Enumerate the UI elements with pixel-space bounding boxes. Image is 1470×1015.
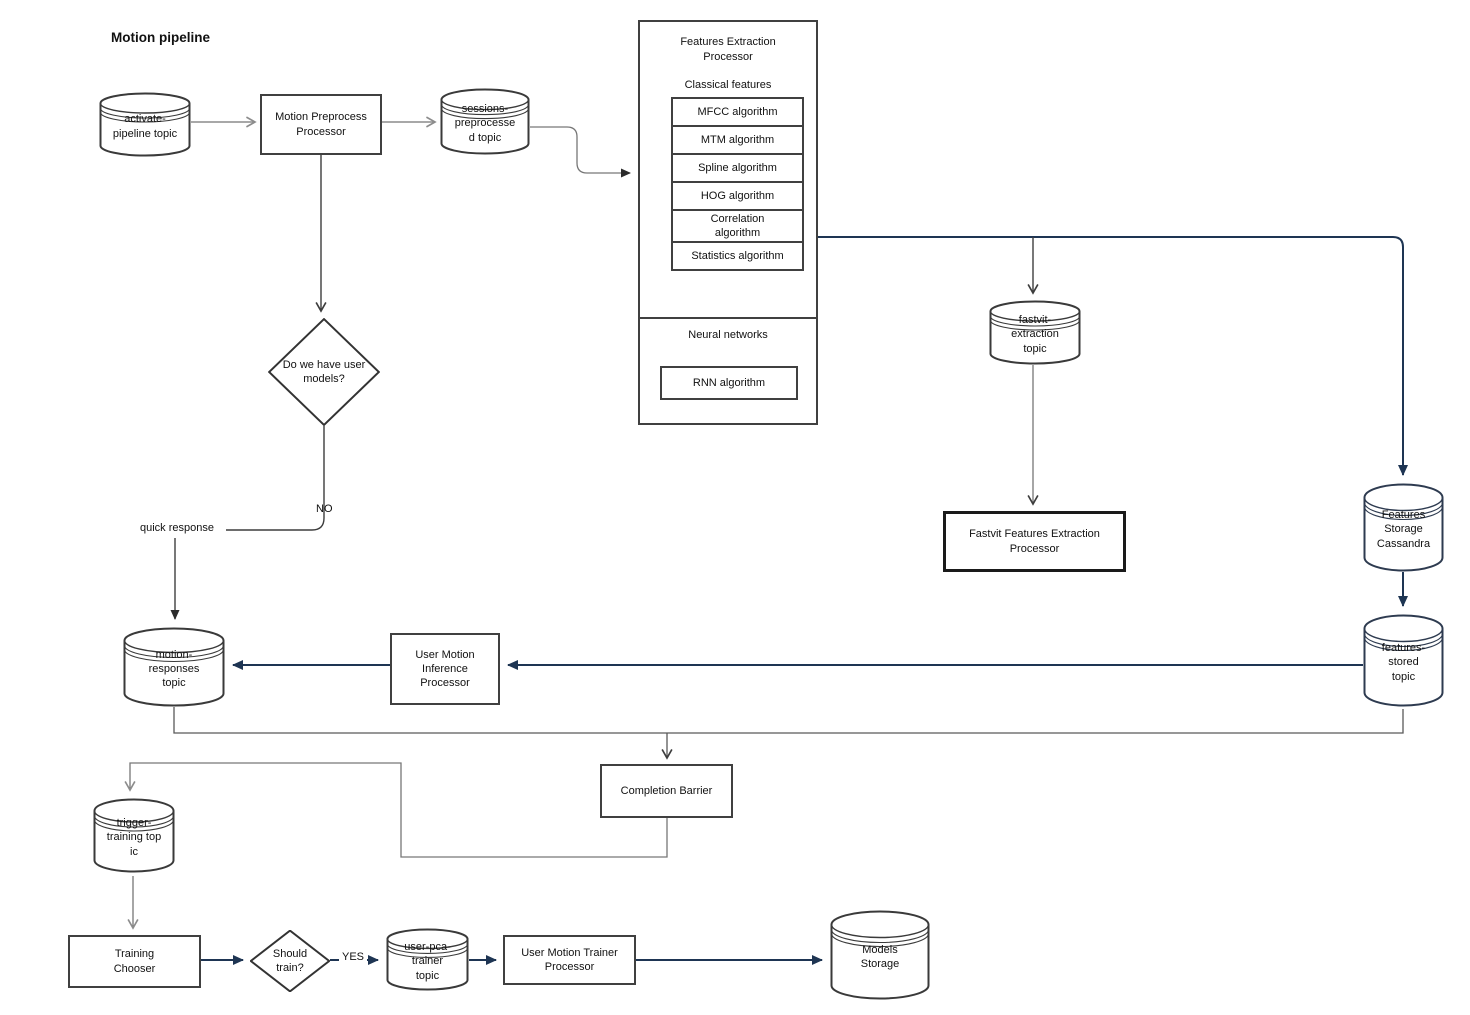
topic-features-stored-label: features- stored topic xyxy=(1381,642,1426,683)
neural-networks-heading: Neural networks xyxy=(688,329,768,341)
cylinder-shape xyxy=(989,300,1081,365)
decision-should-train-label: Should train? xyxy=(272,947,308,974)
processor-motion-preprocess-label: Motion Preprocess Processor xyxy=(275,111,367,138)
algo-mtm[interactable]: MTM algorithm xyxy=(671,125,804,155)
processor-features-extraction[interactable]: Features Extraction Processor Classical … xyxy=(638,20,818,425)
cylinder-shape xyxy=(123,627,225,707)
topic-fastvit-extraction-label: fastvit- extraction topic xyxy=(1011,314,1059,355)
cylinder-shape xyxy=(1363,614,1444,707)
topic-fastvit-extraction[interactable]: fastvit- extraction topic xyxy=(989,300,1081,365)
topic-sessions-preprocessed[interactable]: sessions- preprocesse d topic xyxy=(440,88,530,155)
edge-decision-no-segment xyxy=(226,426,325,531)
completion-barrier-label: Completion Barrier xyxy=(620,784,713,797)
storage-models[interactable]: Models Storage xyxy=(830,910,930,1000)
topic-activate-pipeline[interactable]: activate- pipeline topic xyxy=(99,92,191,157)
algo-statistics[interactable]: Statistics algorithm xyxy=(671,241,804,271)
topic-user-pca-trainer-label: user-pca- trainer topic xyxy=(404,941,451,982)
topic-user-pca-trainer[interactable]: user-pca- trainer topic xyxy=(386,928,469,991)
cylinder-shape xyxy=(99,92,191,157)
algo-rnn[interactable]: RNN algorithm xyxy=(660,366,798,400)
processor-motion-preprocess[interactable]: Motion Preprocess Processor xyxy=(260,94,382,155)
processor-user-motion-trainer[interactable]: User Motion Trainer Processor xyxy=(503,935,636,985)
processor-fastvit-features-extraction[interactable]: Fastvit Features Extraction Processor xyxy=(943,511,1126,572)
fep-title: Features Extraction Processor xyxy=(680,36,776,63)
cylinder-shape xyxy=(1363,483,1444,572)
processor-user-motion-inference[interactable]: User Motion Inference Processor xyxy=(390,633,500,705)
processor-training-chooser[interactable]: Training Chooser xyxy=(68,935,201,988)
cylinder-shape xyxy=(386,928,469,991)
classical-algorithms-stack: MFCC algorithm MTM algorithm Spline algo… xyxy=(671,97,804,271)
cylinder-shape xyxy=(440,88,530,155)
decision-should-train[interactable]: Should train? xyxy=(250,930,330,992)
processor-completion-barrier[interactable]: Completion Barrier xyxy=(600,764,733,818)
cylinder-shape xyxy=(830,910,930,1000)
processor-inference-label: User Motion Inference Processor xyxy=(415,648,475,690)
storage-features-cassandra[interactable]: Features Storage Cassandra xyxy=(1363,483,1444,572)
algo-correlation[interactable]: Correlation algorithm xyxy=(671,209,804,243)
storage-models-label: Models Storage xyxy=(860,943,900,970)
topic-motion-responses-label: motion- responses topic xyxy=(148,648,200,690)
algo-spline[interactable]: Spline algorithm xyxy=(671,153,804,183)
trainer-processor-label: User Motion Trainer Processor xyxy=(521,946,618,973)
edge-fep-to-cassandra xyxy=(818,236,1408,476)
label-no: NO xyxy=(316,503,333,515)
decision-user-models[interactable]: Do we have user models? xyxy=(268,318,380,426)
algo-hog[interactable]: HOG algorithm xyxy=(671,181,804,211)
topic-trigger-training[interactable]: trigger- training top ic xyxy=(93,798,175,873)
processor-fastvit-label: Fastvit Features Extraction Processor xyxy=(969,528,1100,555)
storage-features-cassandra-label: Features Storage Cassandra xyxy=(1376,509,1431,550)
diagram-title: Motion pipeline xyxy=(111,30,210,45)
topic-sessions-preprocessed-label: sessions- preprocesse d topic xyxy=(454,103,516,144)
classical-features-heading: Classical features xyxy=(684,79,772,91)
cylinder-shape xyxy=(93,798,175,873)
edge-barrier-to-trigger-topic xyxy=(124,762,668,858)
edge-topics-to-barrier-bus xyxy=(173,707,1404,734)
training-chooser-label: Training Chooser xyxy=(113,948,156,975)
fep-section-divider xyxy=(638,317,818,319)
label-quick-response: quick response xyxy=(140,522,214,534)
topic-trigger-training-label: trigger- training top ic xyxy=(106,817,162,858)
topic-features-stored[interactable]: features- stored topic xyxy=(1363,614,1444,707)
topic-activate-pipeline-label: activate- pipeline topic xyxy=(112,113,178,140)
topic-motion-responses[interactable]: motion- responses topic xyxy=(123,627,225,707)
label-yes: YES xyxy=(339,951,368,963)
decision-user-models-label: Do we have user models? xyxy=(282,358,366,385)
edge-sessions-to-fep xyxy=(530,126,631,178)
algo-mfcc[interactable]: MFCC algorithm xyxy=(671,97,804,127)
